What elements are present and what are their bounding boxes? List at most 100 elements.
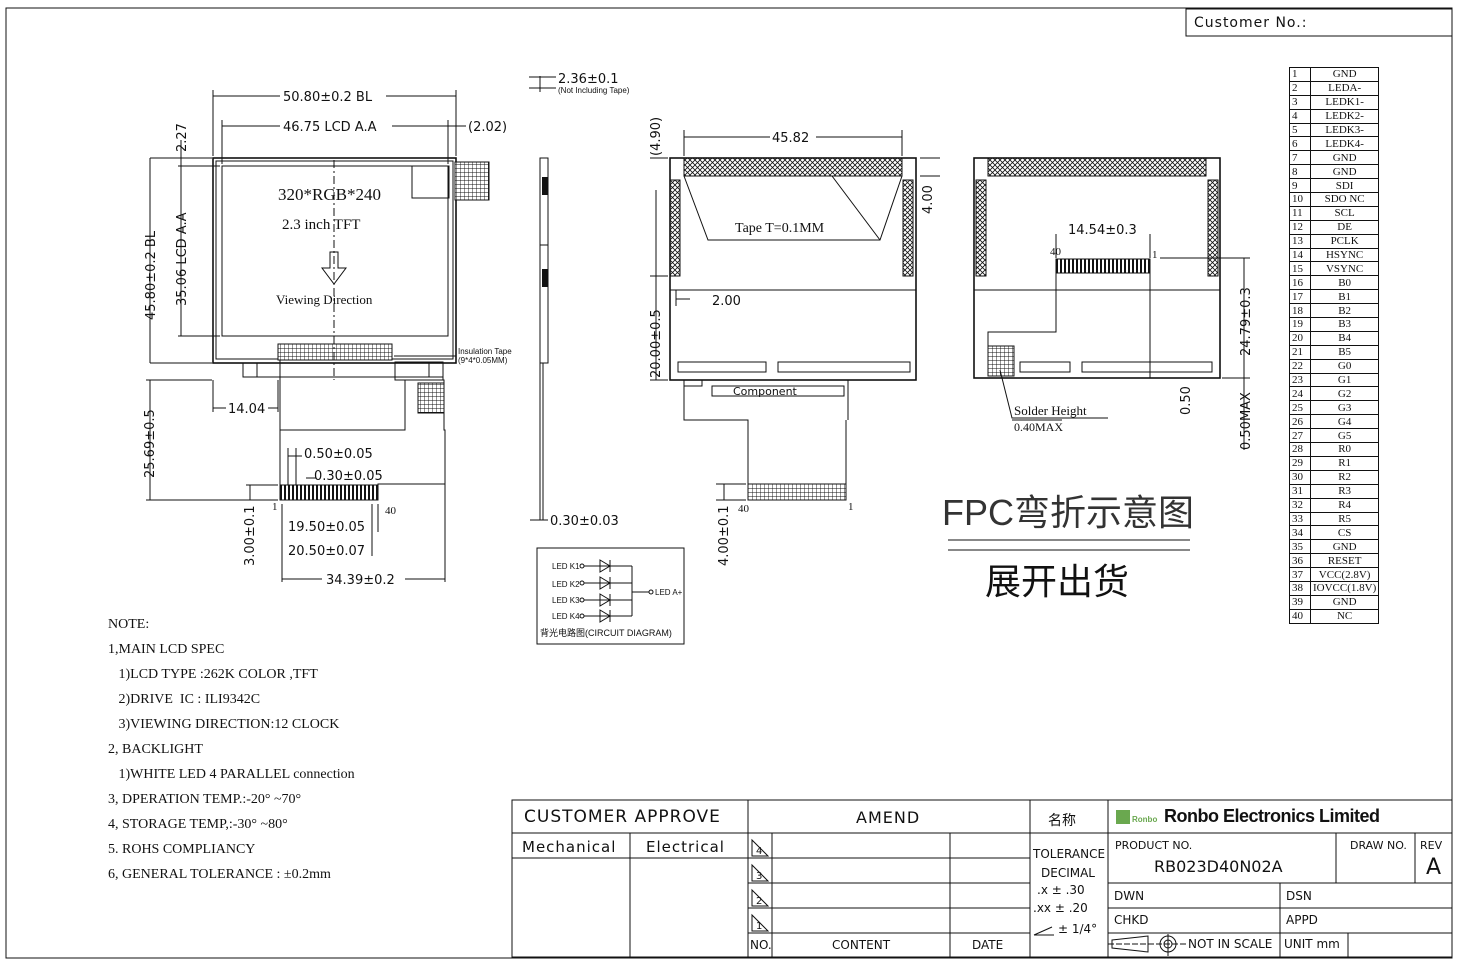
pin-number: 39 (1289, 594, 1311, 610)
pin-number: 17 (1289, 289, 1311, 305)
rev-label: REV (1420, 839, 1443, 852)
pin-signal: SCL (1309, 205, 1380, 221)
dim-fpc-length: 25.69±0.5 (143, 409, 158, 478)
pin-number: 26 (1289, 414, 1311, 430)
pin-signal: NC (1309, 608, 1380, 624)
dim-finger: 0.30±0.05 (314, 469, 383, 484)
pin-number: 33 (1289, 511, 1311, 527)
mechanical-label: Mechanical (522, 838, 617, 856)
pin-number: 34 (1289, 525, 1311, 541)
dim-back-top: (4.90) (649, 117, 664, 156)
appd-label: APPD (1286, 913, 1318, 927)
decimal-label: DECIMAL (1041, 866, 1095, 880)
pin-signal: R5 (1309, 511, 1380, 527)
pin-signal: G3 (1309, 400, 1380, 416)
note-line: 2)DRIVE IC : ILI9342C (108, 692, 261, 707)
dim-fpc-max: 0.50MAX (1239, 392, 1254, 450)
dim-pitch: 0.50±0.05 (304, 447, 373, 462)
note-line: NOTE: (108, 617, 150, 632)
pin-number: 8 (1289, 164, 1311, 180)
note-line: 2, BACKLIGHT (108, 742, 203, 757)
pin-number: 15 (1289, 261, 1311, 277)
not-in-scale: NOT IN SCALE (1188, 937, 1273, 951)
pin-signal: LEDK4- (1309, 136, 1380, 152)
pin-signal: SDI (1309, 178, 1380, 194)
side-note: (Not Including Tape) (558, 86, 630, 95)
pin-number: 35 (1289, 539, 1311, 555)
dim-thickness: 2.36±0.1 (558, 72, 619, 87)
pin-number: 7 (1289, 150, 1311, 166)
sheet-border (5, 7, 1453, 959)
pin-signal: SDO NC (1309, 192, 1380, 207)
name-cn-label: 名称 (1048, 813, 1076, 829)
amend-label: AMEND (856, 808, 921, 827)
pin-number: 10 (1289, 192, 1311, 207)
side-view: 2.36±0.1 (Not Including Tape) 0.30±0.03 (529, 72, 630, 529)
dim-side-fpc: 0.30±0.03 (550, 514, 619, 529)
dsn-label: DSN (1286, 889, 1312, 903)
dim-top-offset: 2.27 (175, 123, 190, 152)
insulation-sub: (9*4*0.05MM) (458, 356, 508, 365)
pin-signal: LEDA- (1309, 80, 1380, 96)
note-line: 5. ROHS COMPLIANCY (108, 842, 256, 857)
circuit-k2: LED K2 (552, 580, 580, 589)
no-header: NO. (750, 938, 772, 952)
fpc-bend-subtitle: 展开出货 (985, 562, 1129, 602)
unit-label: UNIT mm (1284, 937, 1340, 951)
date-header: DATE (972, 938, 1004, 952)
dim-height-active: 35.06 LCD A.A (175, 212, 190, 306)
tolerance-label: TOLERANCE (1033, 847, 1106, 861)
pin-signal: G2 (1309, 386, 1380, 402)
note-line: 1,MAIN LCD SPEC (108, 642, 225, 657)
draw-no-label: DRAW NO. (1350, 839, 1407, 852)
rev-value: A (1426, 855, 1442, 880)
pin-signal: R4 (1309, 497, 1380, 513)
customer-no-label: Customer No.: (1194, 15, 1307, 31)
pin-signal: HSYNC (1309, 247, 1380, 263)
pin-signal: R0 (1309, 442, 1380, 457)
pin-number: 22 (1289, 358, 1311, 374)
size-label: 2.3 inch TFT (282, 217, 360, 233)
company-name: Ronbo Electronics Limited (1164, 806, 1380, 826)
resolution-label: 320*RGB*240 (278, 185, 381, 204)
dim-back-20: 20.00±0.5 (649, 309, 664, 378)
pin-number: 1 (1289, 67, 1311, 82)
circuit-k4: LED K4 (552, 612, 580, 621)
rev-mark-4: 4 (756, 846, 762, 857)
pin-number: 40 (1289, 608, 1311, 624)
viewing-arrow (321, 251, 347, 285)
front-pin-last: 40 (385, 505, 397, 517)
ronbo-logo-text: Ronbo (1132, 815, 1157, 824)
pin-signal: G0 (1309, 358, 1380, 374)
back-view: Tape T=0.1MM Component 40 1 45.82 (4.90)… (649, 117, 940, 566)
ronbo-logo-icon (1116, 810, 1130, 824)
dim-20: 20.50±0.07 (288, 544, 365, 559)
circuit-k1: LED K1 (552, 562, 580, 571)
pin-signal: RESET (1309, 553, 1380, 569)
projection-icon (1111, 935, 1149, 953)
fpc-contacts (279, 484, 379, 501)
pin-signal: LEDK2- (1309, 108, 1380, 124)
dim-fpc-offset: 14.04 (228, 402, 265, 417)
electrical-label: Electrical (646, 838, 725, 856)
